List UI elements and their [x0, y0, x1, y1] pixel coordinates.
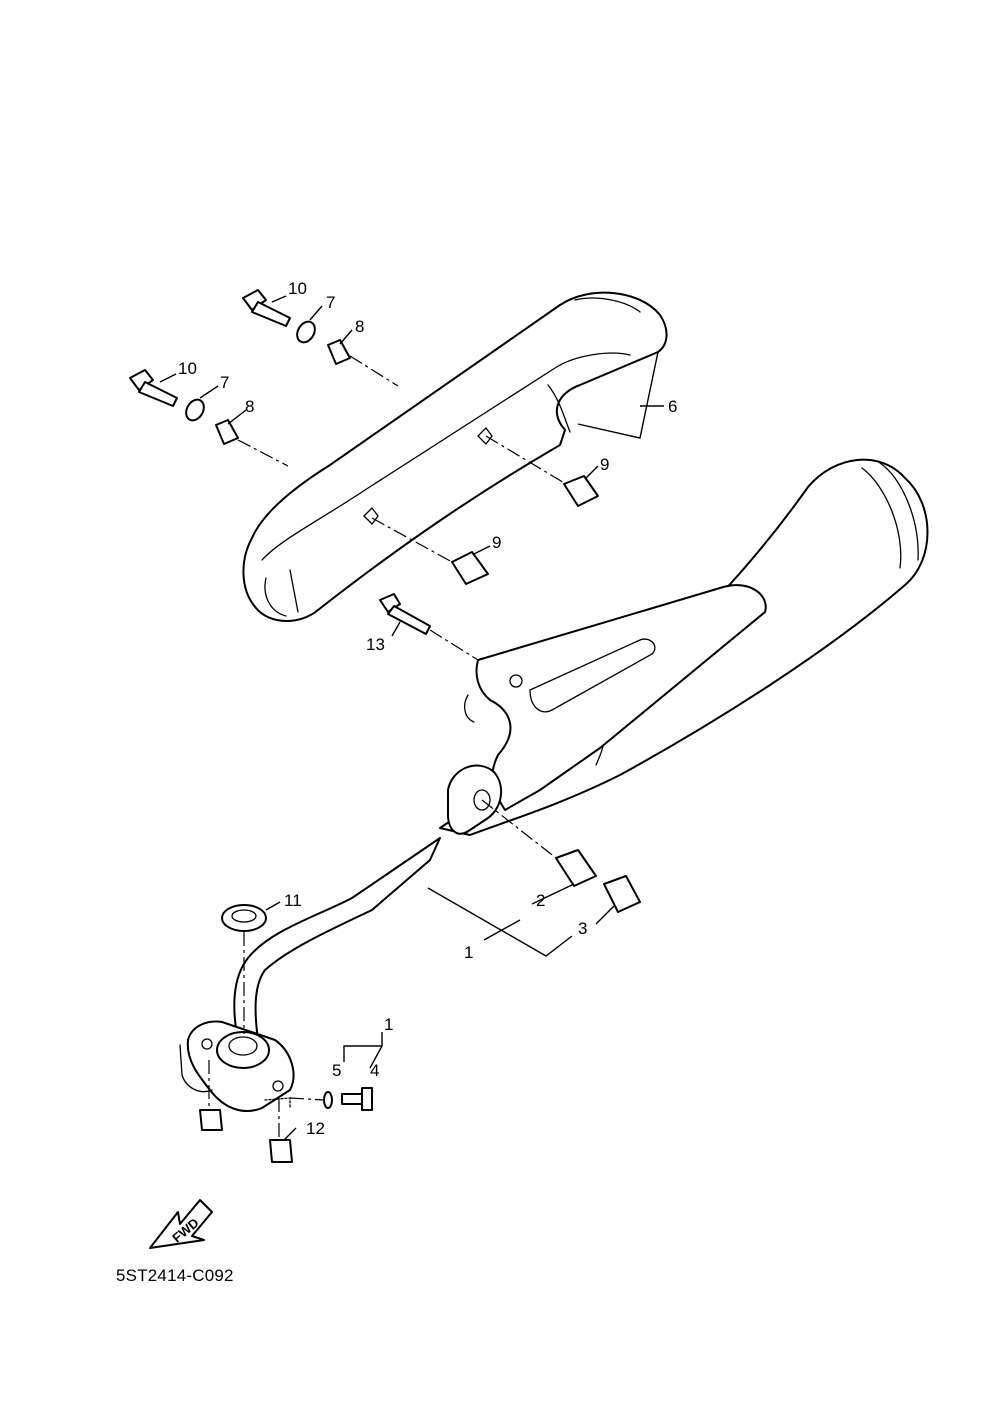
leader-lines [159, 295, 664, 1141]
nut-12-right [269, 1139, 293, 1163]
exhaust-pipe [179, 837, 441, 1112]
callout-8-lower: 8 [245, 397, 254, 416]
bolt-4 [341, 1087, 373, 1111]
callout-12: 12 [306, 1119, 325, 1138]
callout-6: 6 [668, 397, 677, 416]
washer-7-lower [185, 398, 205, 422]
nut-12-left [199, 1109, 223, 1131]
collar-8-lower [215, 419, 239, 445]
callout-8-upper: 8 [355, 317, 364, 336]
heat-shield [242, 291, 668, 622]
callout-3: 3 [578, 919, 587, 938]
collar-8-upper [327, 339, 351, 365]
callout-4: 4 [370, 1061, 379, 1080]
washer-7-upper [296, 320, 316, 344]
bolt-10-lower [129, 369, 178, 407]
callout-7-lower: 7 [220, 373, 229, 392]
bush-3 [603, 875, 641, 913]
callout-10-upper: 10 [288, 279, 307, 298]
muffler [439, 458, 929, 836]
callout-7-upper: 7 [326, 293, 335, 312]
bolt-10-upper [242, 289, 291, 327]
callouts: 10 7 8 10 7 8 6 9 9 13 11 2 3 1 1 5 4 12 [178, 279, 677, 1138]
grommet-9-lower [451, 551, 489, 585]
callout-9-upper: 9 [600, 455, 609, 474]
diagram-code: 5ST2414-C092 [116, 1266, 234, 1285]
callout-1-flange: 1 [384, 1015, 393, 1034]
grommet-9-upper [563, 475, 599, 507]
callout-5: 5 [332, 1061, 341, 1080]
callout-9-lower: 9 [492, 533, 501, 552]
callout-13: 13 [366, 635, 385, 654]
small-parts [129, 289, 641, 1163]
callout-1-pipe: 1 [464, 943, 473, 962]
bush-2 [555, 849, 597, 887]
fwd-arrow: FWD [149, 1199, 213, 1249]
washer-5 [323, 1091, 333, 1109]
callout-11: 11 [284, 891, 302, 910]
center-lines [208, 355, 567, 1140]
callout-2: 2 [536, 891, 545, 910]
bolt-13 [379, 593, 431, 635]
gasket-11 [221, 904, 267, 932]
callout-10-lower: 10 [178, 359, 197, 378]
